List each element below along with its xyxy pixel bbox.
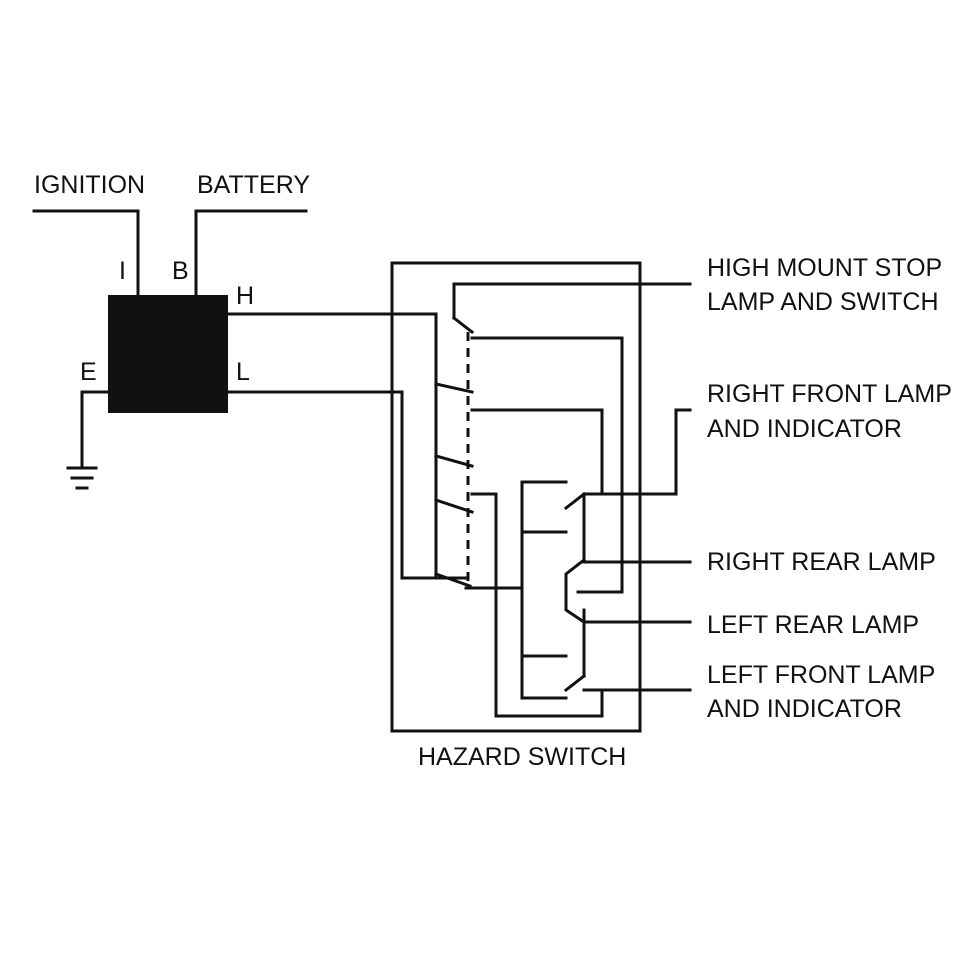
battery-label: BATTERY [197,171,310,199]
h-wire [226,312,438,332]
high-mount-stop-label-line1: HIGH MOUNT STOP [707,254,942,282]
ignition-label: IGNITION [34,171,145,199]
hazard-switch-housing [390,261,642,733]
terminal-i-label: I [119,257,126,285]
right-front-label-line2: AND INDICATOR [707,415,902,443]
terminal-l-label: L [236,358,250,386]
right-front-label-line1: RIGHT FRONT LAMP [707,380,952,408]
flasher-unit [108,295,228,413]
switch-contacts-left [434,282,692,718]
ignition-wire [32,209,140,297]
l-wire [226,390,468,580]
left-front-label-line1: LEFT FRONT LAMP [707,661,935,689]
terminal-h-label: H [236,282,254,310]
left-front-label-line2: AND INDICATOR [707,695,902,723]
terminal-e-label: E [80,358,97,386]
right-rear-label: RIGHT REAR LAMP [707,548,936,576]
terminal-b-label: B [172,257,189,285]
right-front-lead [582,408,692,496]
left-rear-label: LEFT REAR LAMP [707,611,919,639]
battery-wire [194,209,308,297]
high-mount-stop-label-line2: LAMP AND SWITCH [707,288,939,316]
switch-contacts-right [520,480,587,693]
hazard-switch-title: HAZARD SWITCH [418,743,626,771]
ground-symbol [66,390,110,490]
